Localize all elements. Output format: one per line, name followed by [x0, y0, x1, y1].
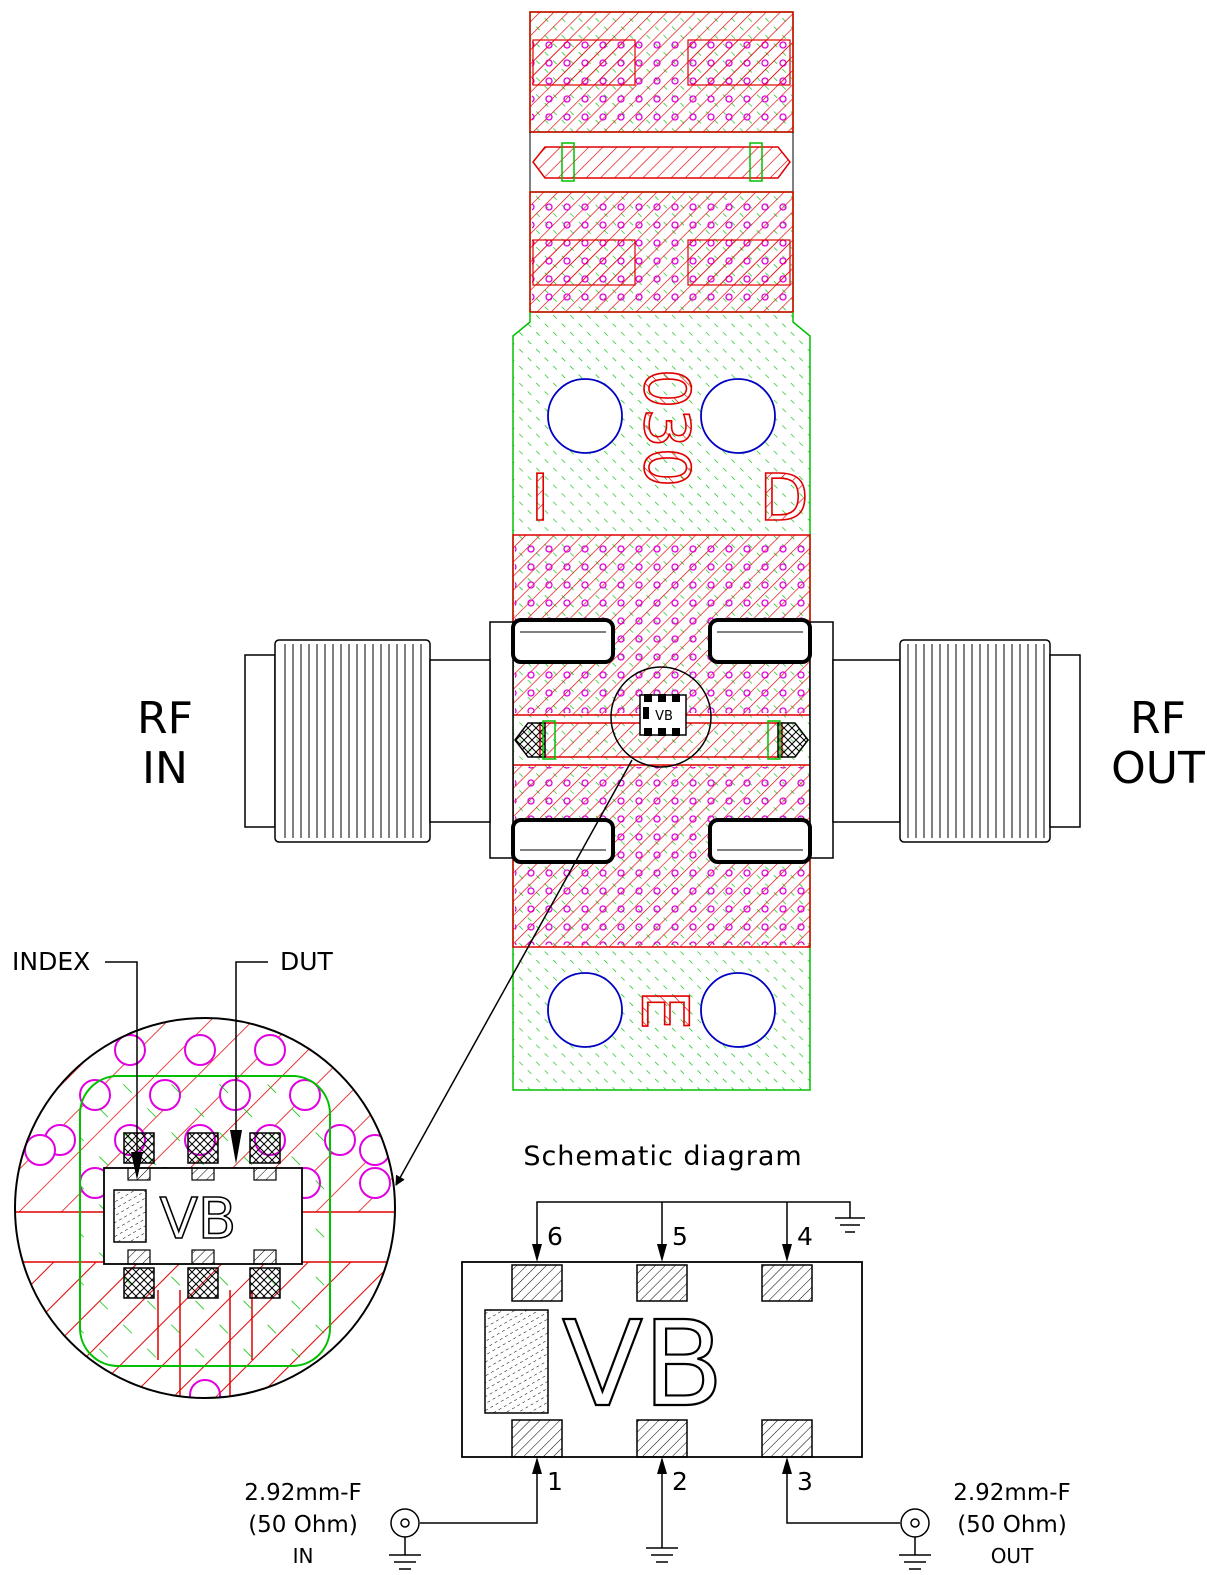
out-connector-line3: OUT: [991, 1544, 1034, 1568]
schematic-pad-2: [636, 1419, 688, 1458]
trace-pad-left: [542, 720, 556, 760]
magnified-pad: [249, 1267, 281, 1299]
label-letter-right: D: [759, 462, 808, 536]
out-connector-line1: 2.92mm-F: [953, 1480, 1071, 1506]
in-connector-line1: 2.92mm-F: [244, 1480, 362, 1506]
mounting-hole: [547, 378, 623, 454]
pin-label-6: 6: [547, 1222, 563, 1251]
pin-label-3: 3: [797, 1467, 813, 1496]
label-letter-left: I: [531, 462, 550, 536]
strip-gap-top-left: [532, 39, 636, 86]
pin-label-2: 2: [672, 1467, 688, 1496]
ground-symbol-icon: [646, 1547, 678, 1563]
launch-slot: [708, 618, 812, 664]
ground-symbol-icon: [835, 1217, 865, 1233]
schematic-pad-1: [511, 1419, 563, 1458]
pin-label-4: 4: [797, 1222, 813, 1251]
in-connector-line2: (50 Ohm): [248, 1512, 358, 1538]
dut-zoom-circle: [610, 666, 712, 768]
launch-slots: [511, 618, 812, 864]
index-arrow-icon: [131, 1152, 143, 1180]
magnified-pad: [249, 1132, 281, 1164]
label-letter-bottom: E: [626, 990, 700, 1030]
index-leader: [105, 961, 138, 1158]
dut-board-marking: VB: [655, 709, 673, 724]
ground-symbol-icon: [389, 1537, 421, 1570]
dut-callout: DUT: [280, 947, 334, 976]
index-callout: INDEX: [12, 947, 90, 976]
in-connector-line3: IN: [293, 1544, 314, 1568]
pin-arrow-icon: [657, 1244, 667, 1262]
schematic-pad-4: [761, 1264, 813, 1302]
rf-in-label-line1: RF: [137, 693, 193, 744]
output-wire: [786, 1462, 900, 1524]
ground-symbol-icon: [899, 1537, 931, 1570]
pin-label-1: 1: [547, 1467, 563, 1496]
schematic-diagram: Schematic diagram VB 6 5 4 1 2 3: [244, 1141, 1071, 1570]
zoom-leader-line: [395, 759, 633, 1186]
rf-in-connector: [244, 639, 491, 843]
magnified-index-mark: [113, 1189, 147, 1243]
pin-arrow-icon: [532, 1244, 542, 1262]
magnified-pad: [187, 1132, 219, 1164]
strip-gap-bottom-right: [687, 239, 791, 286]
dut-arrow-icon: [230, 1130, 242, 1164]
schematic-pad-3: [761, 1419, 813, 1458]
rf-pin-left: [514, 722, 546, 758]
pin-arrow-icon: [532, 1457, 542, 1474]
pin-arrow-icon: [657, 1457, 667, 1474]
out-connector-line2: (50 Ohm): [957, 1512, 1067, 1538]
strip-thru-line: [532, 146, 791, 179]
dut-leader: [235, 961, 268, 1142]
launch-slot: [511, 618, 615, 664]
rf-in-label-line2: IN: [142, 743, 188, 794]
mounting-hole: [547, 972, 623, 1048]
launch-slot: [708, 818, 812, 864]
magnified-detail: VB INDEX DUT: [12, 947, 396, 1399]
ground-bus: [536, 1201, 851, 1256]
connector-clamp-right: [809, 621, 834, 859]
input-wire: [420, 1462, 538, 1524]
schematic-pad-6: [511, 1264, 563, 1302]
pin-label-5: 5: [672, 1222, 688, 1251]
launch-slot: [511, 818, 615, 864]
strip-gap-top-right: [687, 39, 791, 86]
trace-pad-right: [767, 720, 781, 760]
strip-thru-pad-right: [749, 142, 763, 182]
strip-thru-pad-left: [561, 142, 575, 182]
magnified-package: [103, 1167, 303, 1265]
pin-arrow-icon: [782, 1457, 792, 1474]
calibration-strip: [529, 11, 794, 313]
rf-out-label-line2: OUT: [1111, 743, 1205, 794]
magnified-pad: [123, 1267, 155, 1299]
schematic-device-marking: VB: [562, 1295, 724, 1433]
mounting-hole: [700, 972, 776, 1048]
magnifier-outline: [14, 1017, 396, 1399]
schematic-index-mark: [484, 1309, 549, 1414]
strip-gap-bottom-left: [532, 239, 636, 286]
magnified-pad: [187, 1267, 219, 1299]
magnified-device-marking: VB: [160, 1187, 237, 1252]
connector-clamp-left: [489, 621, 514, 859]
rf-out-connector: [832, 639, 1081, 843]
rf-pin-right: [777, 722, 809, 758]
schematic-pad-5: [636, 1264, 688, 1302]
pin-arrow-icon: [782, 1244, 792, 1262]
rf-out-label-line1: RF: [1130, 693, 1186, 744]
schematic-title: Schematic diagram: [523, 1141, 802, 1172]
test-board: 030 I D E VB: [489, 312, 834, 1091]
mounting-hole: [700, 378, 776, 454]
board-marking: 030: [630, 369, 703, 487]
